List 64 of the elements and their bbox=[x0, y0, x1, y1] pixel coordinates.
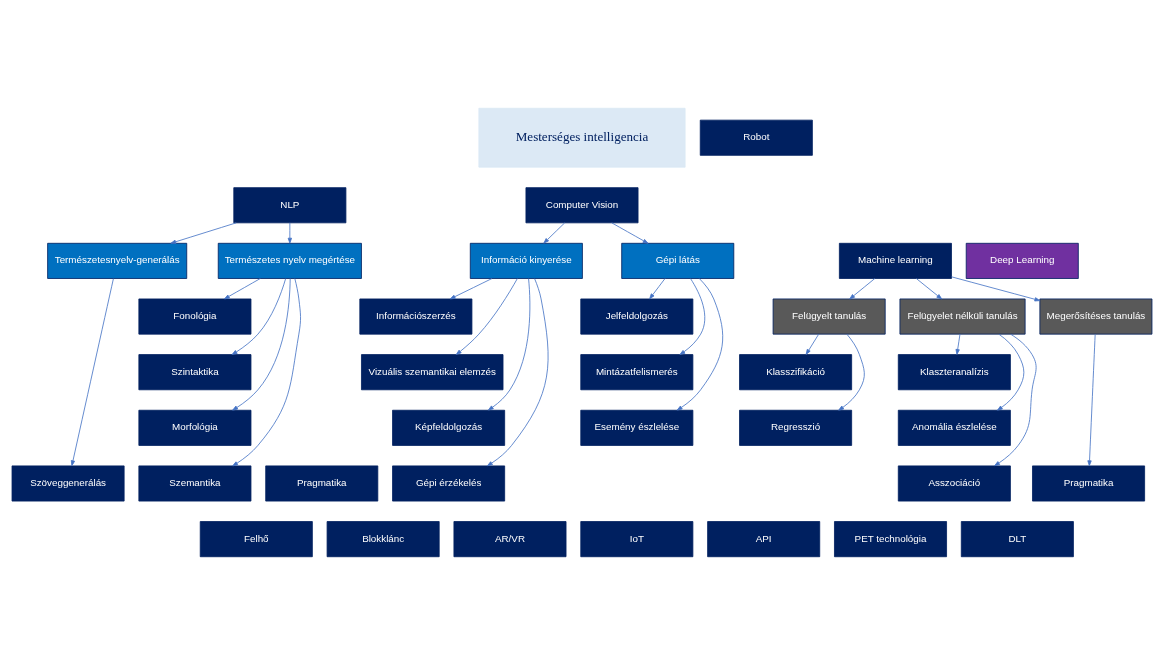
arrow bbox=[649, 277, 666, 299]
node-box: Mesterséges intelligencia bbox=[478, 107, 686, 168]
node-box: Fonológia bbox=[138, 298, 252, 335]
node-box: Pragmatika bbox=[1032, 464, 1145, 501]
node-box: AR/VR bbox=[453, 520, 567, 557]
arrow bbox=[951, 275, 1041, 301]
node-box: Mintázatfelismerés bbox=[580, 353, 694, 390]
arrow bbox=[224, 277, 261, 299]
arrow bbox=[70, 277, 114, 466]
node-box: Felhő bbox=[199, 520, 313, 557]
arrow bbox=[676, 277, 724, 411]
arrow bbox=[232, 277, 301, 466]
arrow bbox=[449, 277, 493, 299]
arrow bbox=[805, 333, 820, 355]
arrow bbox=[997, 333, 1025, 411]
node-box: Szemantika bbox=[138, 464, 252, 501]
arrow bbox=[231, 277, 287, 355]
node-box: PET technológia bbox=[834, 520, 947, 557]
node-box: Machine learning bbox=[838, 242, 952, 279]
arrow bbox=[1087, 333, 1096, 466]
node-box: Információszerzés bbox=[359, 298, 473, 335]
node-box: Jelfeldolgozás bbox=[580, 298, 694, 335]
arrow bbox=[994, 333, 1037, 466]
node-box: Pragmatika bbox=[265, 464, 379, 501]
arrow bbox=[838, 333, 865, 411]
arrow bbox=[955, 333, 961, 355]
node-box: Esemény észlelése bbox=[580, 409, 694, 446]
node-box: Megerősítéses tanulás bbox=[1039, 298, 1153, 335]
node-box: API bbox=[707, 520, 821, 557]
node-box: Asszociáció bbox=[897, 464, 1011, 501]
arrow bbox=[487, 277, 531, 410]
node-box: Gépi látás bbox=[621, 242, 735, 279]
arrow bbox=[679, 277, 706, 355]
node-box: Felügyelt tanulás bbox=[772, 298, 886, 335]
arrow bbox=[611, 221, 649, 244]
arrow bbox=[287, 221, 292, 243]
arrow bbox=[232, 277, 291, 411]
arrow bbox=[543, 221, 566, 243]
arrow bbox=[487, 277, 549, 466]
node-box: IoT bbox=[580, 520, 694, 557]
node-box: Klasszifikáció bbox=[739, 353, 853, 390]
node-box: NLP bbox=[233, 186, 347, 223]
arrow bbox=[915, 277, 943, 299]
node-box: Természetes nyelv megértése bbox=[217, 242, 362, 279]
arrow bbox=[849, 277, 876, 299]
node-box: Szintaktika bbox=[138, 353, 252, 390]
node-box: Képfeldolgozás bbox=[392, 409, 506, 446]
node-box: Regresszió bbox=[739, 409, 853, 446]
node-box: Klaszteranalízis bbox=[897, 353, 1011, 390]
node-box: Felügyelet nélküli tanulás bbox=[899, 298, 1026, 335]
node-box: Szöveggenerálás bbox=[11, 464, 125, 501]
node-box: Blokklánc bbox=[326, 520, 440, 557]
node-box: Gépi érzékelés bbox=[392, 464, 506, 501]
node-box: Anomália észlelése bbox=[897, 409, 1011, 446]
node-box: Természetesnyelv-generálás bbox=[47, 242, 188, 279]
node-box: DLT bbox=[960, 520, 1074, 557]
node-box: Robot bbox=[699, 119, 813, 156]
arrow bbox=[455, 277, 518, 355]
arrow bbox=[170, 221, 237, 244]
node-box: Morfológia bbox=[138, 409, 252, 446]
node-box: Vizuális szemantikai elemzés bbox=[361, 353, 504, 390]
node-box: Információ kinyerése bbox=[469, 242, 583, 279]
node-box: Deep Learning bbox=[965, 242, 1079, 279]
node-box: Computer Vision bbox=[525, 186, 639, 223]
